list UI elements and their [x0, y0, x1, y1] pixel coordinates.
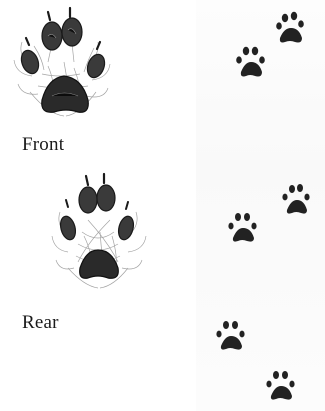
front-paw-icon: [8, 4, 118, 124]
rear-paw-icon: [48, 172, 148, 292]
paw-print-icon: [274, 10, 310, 46]
paw-print-icon: [226, 210, 262, 246]
paw-print-icon: [280, 182, 316, 218]
rear-label: Rear: [22, 312, 59, 334]
paw-print-icon: [214, 318, 250, 354]
paw-print-icon: [264, 368, 300, 404]
front-label: Front: [22, 134, 64, 156]
paw-print-icon: [234, 44, 270, 80]
